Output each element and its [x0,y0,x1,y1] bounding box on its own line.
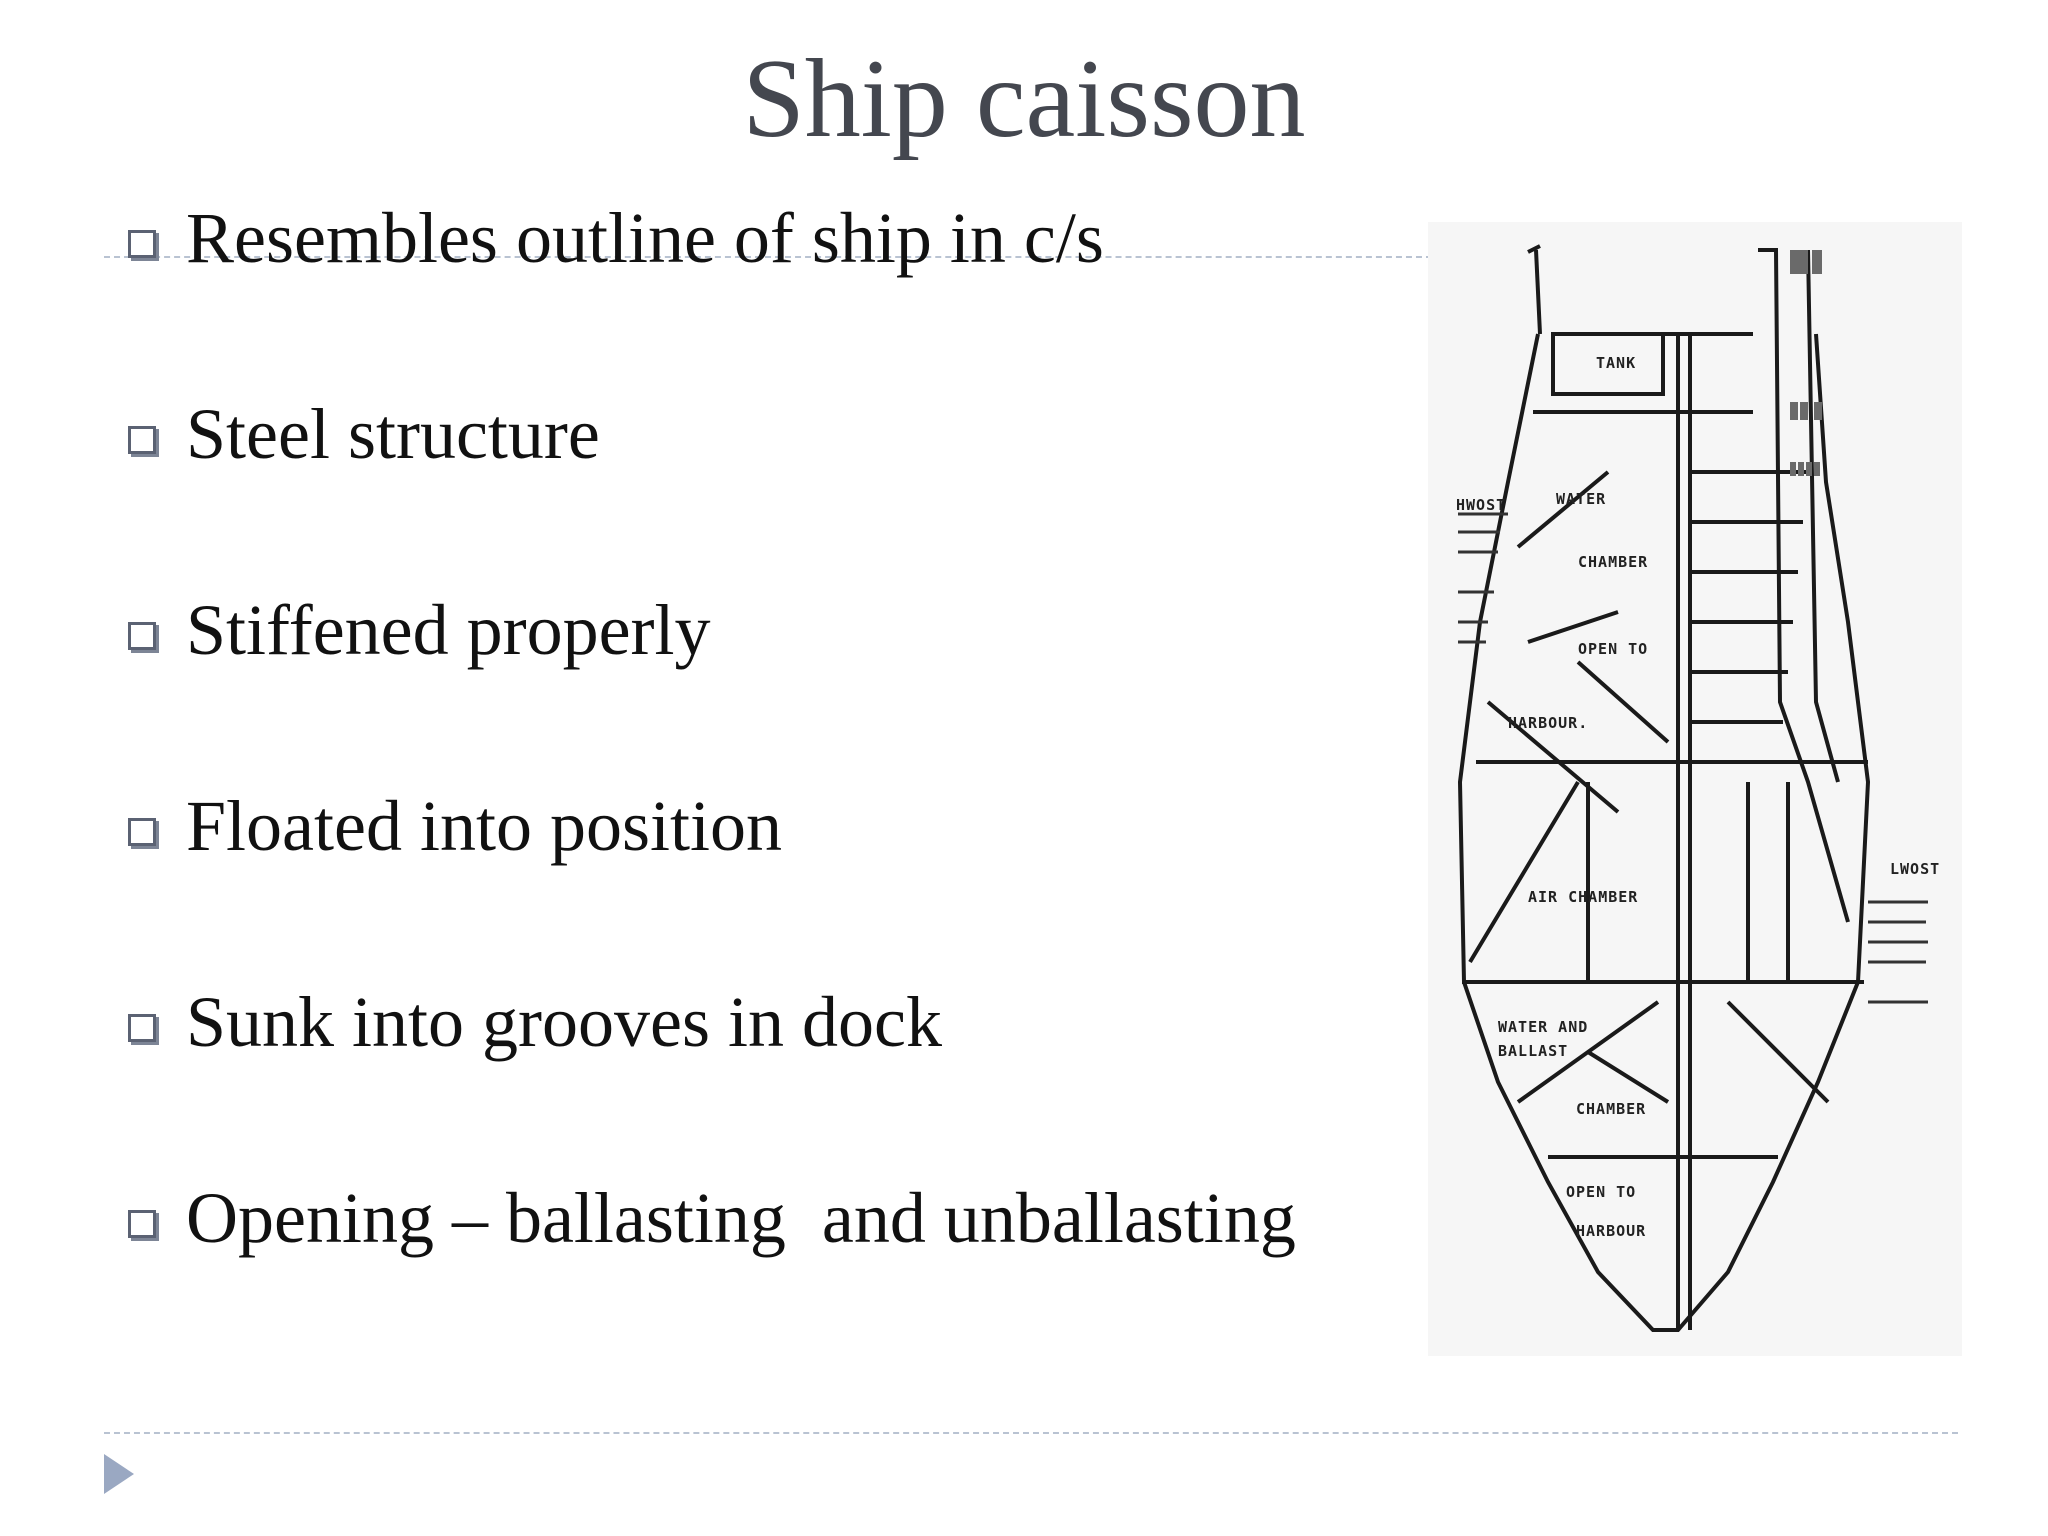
label-harbour-lower: HARBOUR [1576,1222,1646,1240]
top-dashed-rule [104,256,1432,258]
triangle-arrow-icon [104,1454,134,1494]
label-ballast: BALLAST [1498,1042,1568,1060]
checkbox-bullet-icon [128,1210,156,1238]
bullet-item: Opening – ballasting and unballasting [128,1170,1296,1366]
bullet-item: Steel structure [128,386,1296,582]
checkbox-bullet-icon [128,818,156,846]
label-lwost: LWOST [1890,860,1940,878]
bullet-text: Steel structure [186,394,600,474]
checkbox-bullet-icon [128,230,156,258]
label-open-to-lower: OPEN TO [1566,1183,1636,1201]
label-water-and: WATER AND [1498,1018,1588,1036]
label-water: WATER [1556,490,1606,508]
bullet-text: Floated into position [186,786,783,866]
bullet-text: Opening – ballasting and unballasting [186,1178,1296,1258]
slide-title: Ship caisson [742,37,1306,161]
bullet-list: Resembles outline of ship in c/s Steel s… [128,190,1296,1366]
bottom-dashed-rule [104,1432,1958,1434]
bullet-item: Sunk into grooves in dock [128,974,1296,1170]
label-open-to: OPEN TO [1578,640,1648,658]
ship-caisson-cross-section-diagram: TANK HWOST WATER CHAMBER OPEN TO HARBOUR… [1428,222,1962,1356]
label-harbour: HARBOUR. [1508,714,1588,732]
bullet-text: Stiffened properly [186,590,711,670]
bullet-text: Resembles outline of ship in c/s [186,198,1104,278]
checkbox-bullet-icon [128,1014,156,1042]
label-tank: TANK [1596,354,1636,372]
label-chamber: CHAMBER [1578,553,1648,571]
checkbox-bullet-icon [128,426,156,454]
bullet-text: Sunk into grooves in dock [186,982,942,1062]
label-air-chamber: AIR CHAMBER [1528,888,1638,906]
bullet-item: Stiffened properly [128,582,1296,778]
label-chamber-lower: CHAMBER [1576,1100,1646,1118]
checkbox-bullet-icon [128,622,156,650]
bullet-item: Floated into position [128,778,1296,974]
bullet-item: Resembles outline of ship in c/s [128,190,1296,386]
label-hwost: HWOST [1456,496,1506,514]
